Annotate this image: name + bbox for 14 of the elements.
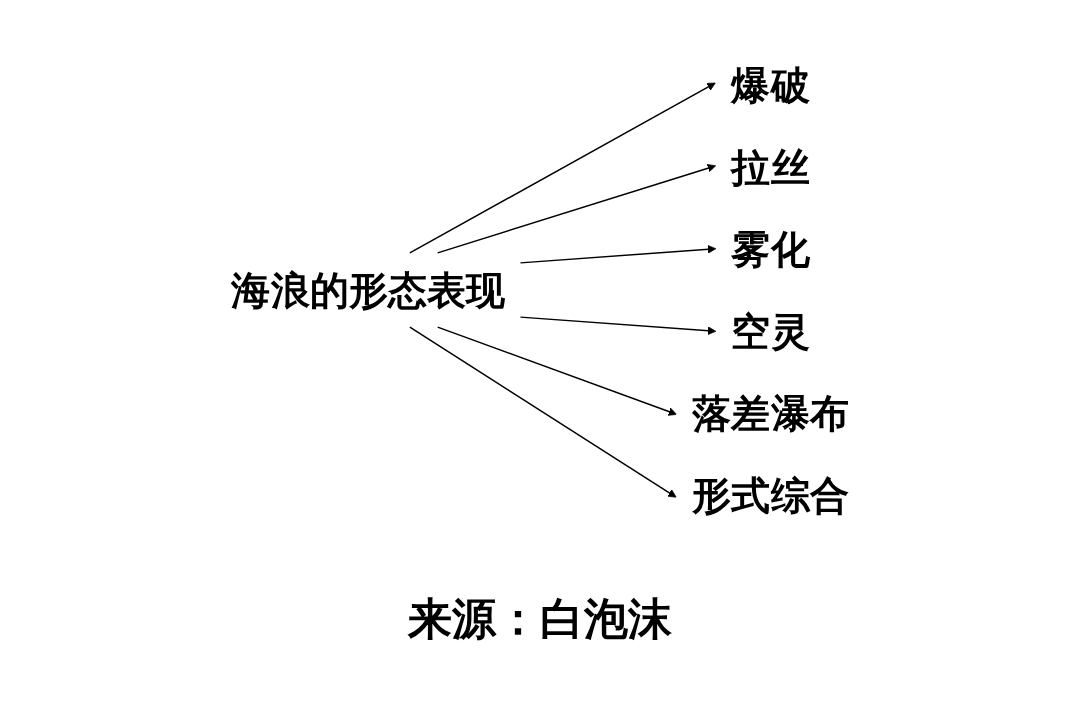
node-text: 拉丝 [731, 144, 810, 190]
arrow [409, 326, 677, 498]
node-text: 海浪的形态表现 [231, 267, 505, 313]
arrow [436, 326, 677, 416]
node-text: 雾化 [731, 226, 810, 272]
caption: 来源：白泡沫 [408, 592, 672, 646]
node-text: 爆破 [731, 62, 810, 108]
node-text: 空灵 [731, 308, 810, 354]
arrow [436, 164, 716, 254]
node-text: 落差瀑布 [692, 390, 849, 436]
arrow [519, 245, 717, 264]
arrow [409, 82, 716, 254]
arrow [519, 316, 717, 335]
node-text: 形式综合 [692, 472, 849, 518]
